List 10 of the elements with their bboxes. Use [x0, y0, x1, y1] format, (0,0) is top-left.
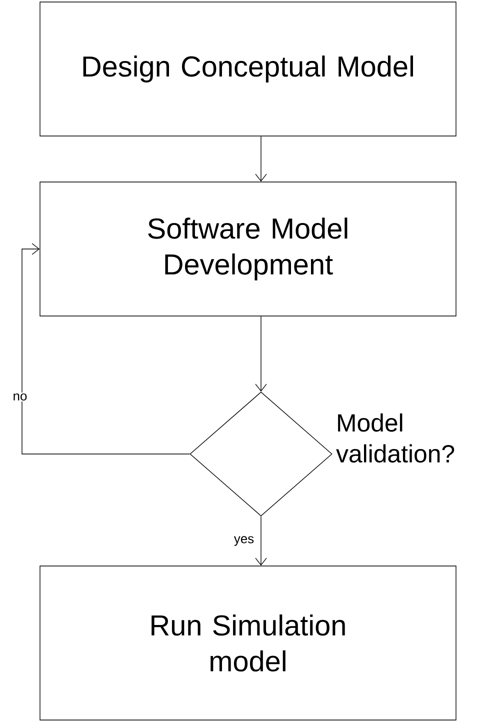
- edge-label: no: [12, 392, 28, 402]
- edge-label: yes: [232, 535, 256, 547]
- process-box: Run Simulation model: [40, 566, 456, 720]
- process-box: Design Conceptual Model: [40, 2, 456, 136]
- process-box: Software Model Development: [40, 182, 456, 316]
- arrow: [255, 136, 267, 182]
- arrow: [22, 243, 190, 454]
- node-label: Model validation?: [336, 413, 454, 463]
- arrow: [255, 316, 267, 392]
- arrow: [255, 516, 267, 566]
